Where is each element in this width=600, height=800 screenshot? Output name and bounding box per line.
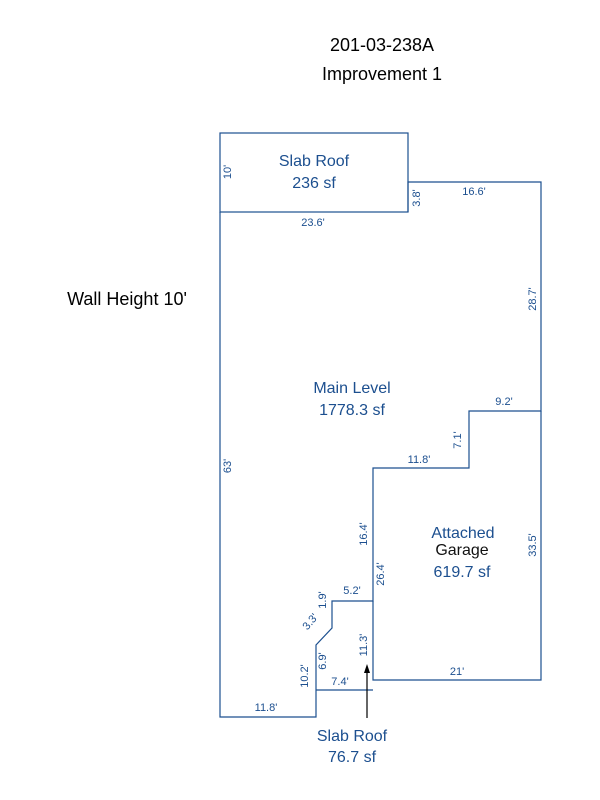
garage-name-line1: Attached — [431, 525, 494, 542]
dim-garage-left-upper: 16.4' — [358, 522, 370, 546]
slab-roof-top-name: Slab Roof — [279, 153, 350, 170]
garage-outline — [372, 411, 542, 681]
slab-roof-top-outline — [219, 132, 409, 213]
main-level-outline — [219, 181, 542, 718]
dim-slab-bottom-left-inner: 6.9' — [317, 652, 329, 669]
wall-height-note: Wall Height 10' — [67, 289, 187, 309]
dim-main-bottom: 11.8' — [255, 702, 278, 714]
dim-garage-bottom: 21' — [450, 666, 464, 678]
dim-slab-top-right: 3.8' — [411, 189, 423, 206]
garage-name-line2: Garage — [435, 542, 488, 559]
dim-slab-bottom-left-outer: 10.2' — [299, 664, 311, 688]
slab-roof-bottom-size: 76.7 sf — [328, 749, 377, 766]
slab-roof-top-size: 236 sf — [292, 175, 336, 192]
dim-garage-left-lower: 26.4' — [375, 562, 387, 586]
dim-main-top-right: 16.6' — [462, 186, 486, 198]
dim-notch-top: 5.2' — [343, 585, 360, 597]
main-level-size: 1778.3 sf — [319, 402, 385, 419]
improvement-title: Improvement 1 — [322, 64, 442, 84]
dim-garage-right: 33.5' — [527, 533, 539, 557]
parcel-id: 201-03-238A — [330, 35, 434, 55]
slab-roof-bottom-name: Slab Roof — [317, 728, 388, 745]
main-level-name: Main Level — [313, 380, 390, 397]
dim-slab-bottom-right: 11.3' — [358, 634, 370, 657]
dim-step-horizontal: 11.8' — [408, 454, 431, 466]
slab-roof-pointer-arrowhead — [364, 664, 370, 673]
dim-step-top: 9.2' — [495, 396, 512, 408]
dim-notch-vertical: 1.9' — [317, 591, 329, 608]
dim-notch-diagonal: 3.3' — [301, 612, 321, 633]
dim-main-right-upper: 28.7' — [527, 287, 539, 311]
garage-size: 619.7 sf — [434, 564, 491, 581]
dim-slab-top-left: 10' — [222, 165, 234, 179]
dim-slab-top-bottom: 23.6' — [301, 217, 325, 229]
dim-step-vertical: 7.1' — [452, 431, 464, 448]
dim-slab-bottom-bottom: 7.4' — [331, 676, 348, 688]
dim-main-left: 63' — [222, 459, 234, 473]
